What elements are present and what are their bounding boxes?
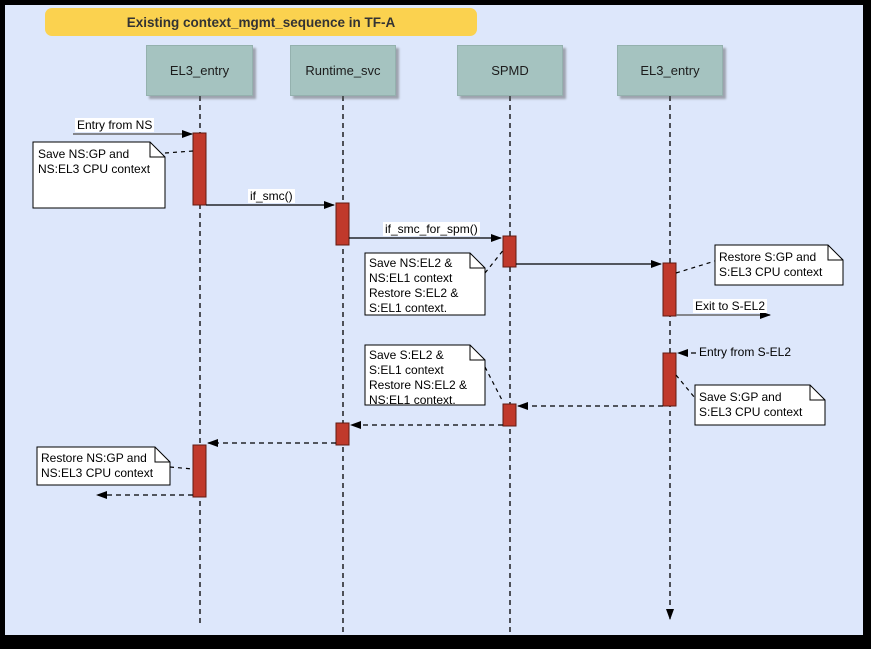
message-label-entry-from-ns: Entry from NS <box>75 118 155 132</box>
note-restore-sgp-sel3: Restore S:GP and S:EL3 CPU context <box>719 250 823 279</box>
message-label-if-smc-for-spm: if_smc_for_spm() <box>383 222 480 236</box>
note-restore-nsgp-nsel3: Restore NS:GP and NS:EL3 CPU context <box>41 451 154 480</box>
message-label-entry-from-sel2: Entry from S-EL2 <box>697 345 794 359</box>
note-save-sel2-restore-nsel2: Save S:EL2 & S:EL1 context Restore NS:EL… <box>369 348 468 407</box>
lifeline-head-spmd: SPMD <box>457 45 563 96</box>
note-shape-save-sel2 <box>364 344 504 406</box>
activation-runtime-2 <box>335 422 350 446</box>
note-save-nsgp-nsel3: Save NS:GP and NS:EL3 CPU context <box>38 147 151 176</box>
note-shape-restore-nsgp <box>36 446 194 486</box>
diagram-vector-layer <box>32 96 844 635</box>
note-shape-save-nsel2 <box>364 247 506 316</box>
activation-el3-right-2 <box>662 352 677 407</box>
note-save-nsel2-restore-sel2: Save NS:EL2 & NS:EL1 context Restore S:E… <box>369 256 459 315</box>
lifeline-head-runtime-svc: Runtime_svc <box>290 45 396 96</box>
note-shape-save-sgp <box>675 374 826 426</box>
note-shape-restore-sgp <box>675 244 844 286</box>
sequence-diagram-canvas: Existing context_mgmt_sequence in TF-A E… <box>5 5 863 635</box>
activation-el3-left-2 <box>192 444 207 498</box>
message-label-if-smc: if_smc() <box>248 189 295 203</box>
lifeline-head-el3-entry-right: EL3_entry <box>617 45 723 96</box>
activation-el3-left-1 <box>192 132 207 206</box>
note-save-sgp-sel3: Save S:GP and S:EL3 CPU context <box>699 390 803 419</box>
activation-spmd-1 <box>502 235 517 268</box>
lifeline-head-el3-entry-left: EL3_entry <box>146 45 253 96</box>
activation-runtime-1 <box>335 202 350 246</box>
activation-el3-right-1 <box>662 262 677 317</box>
message-label-exit-to-sel2: Exit to S-EL2 <box>693 299 768 313</box>
activation-spmd-2 <box>502 403 517 427</box>
diagram-title: Existing context_mgmt_sequence in TF-A <box>45 8 477 36</box>
note-shape-save-nsgp <box>32 141 194 209</box>
